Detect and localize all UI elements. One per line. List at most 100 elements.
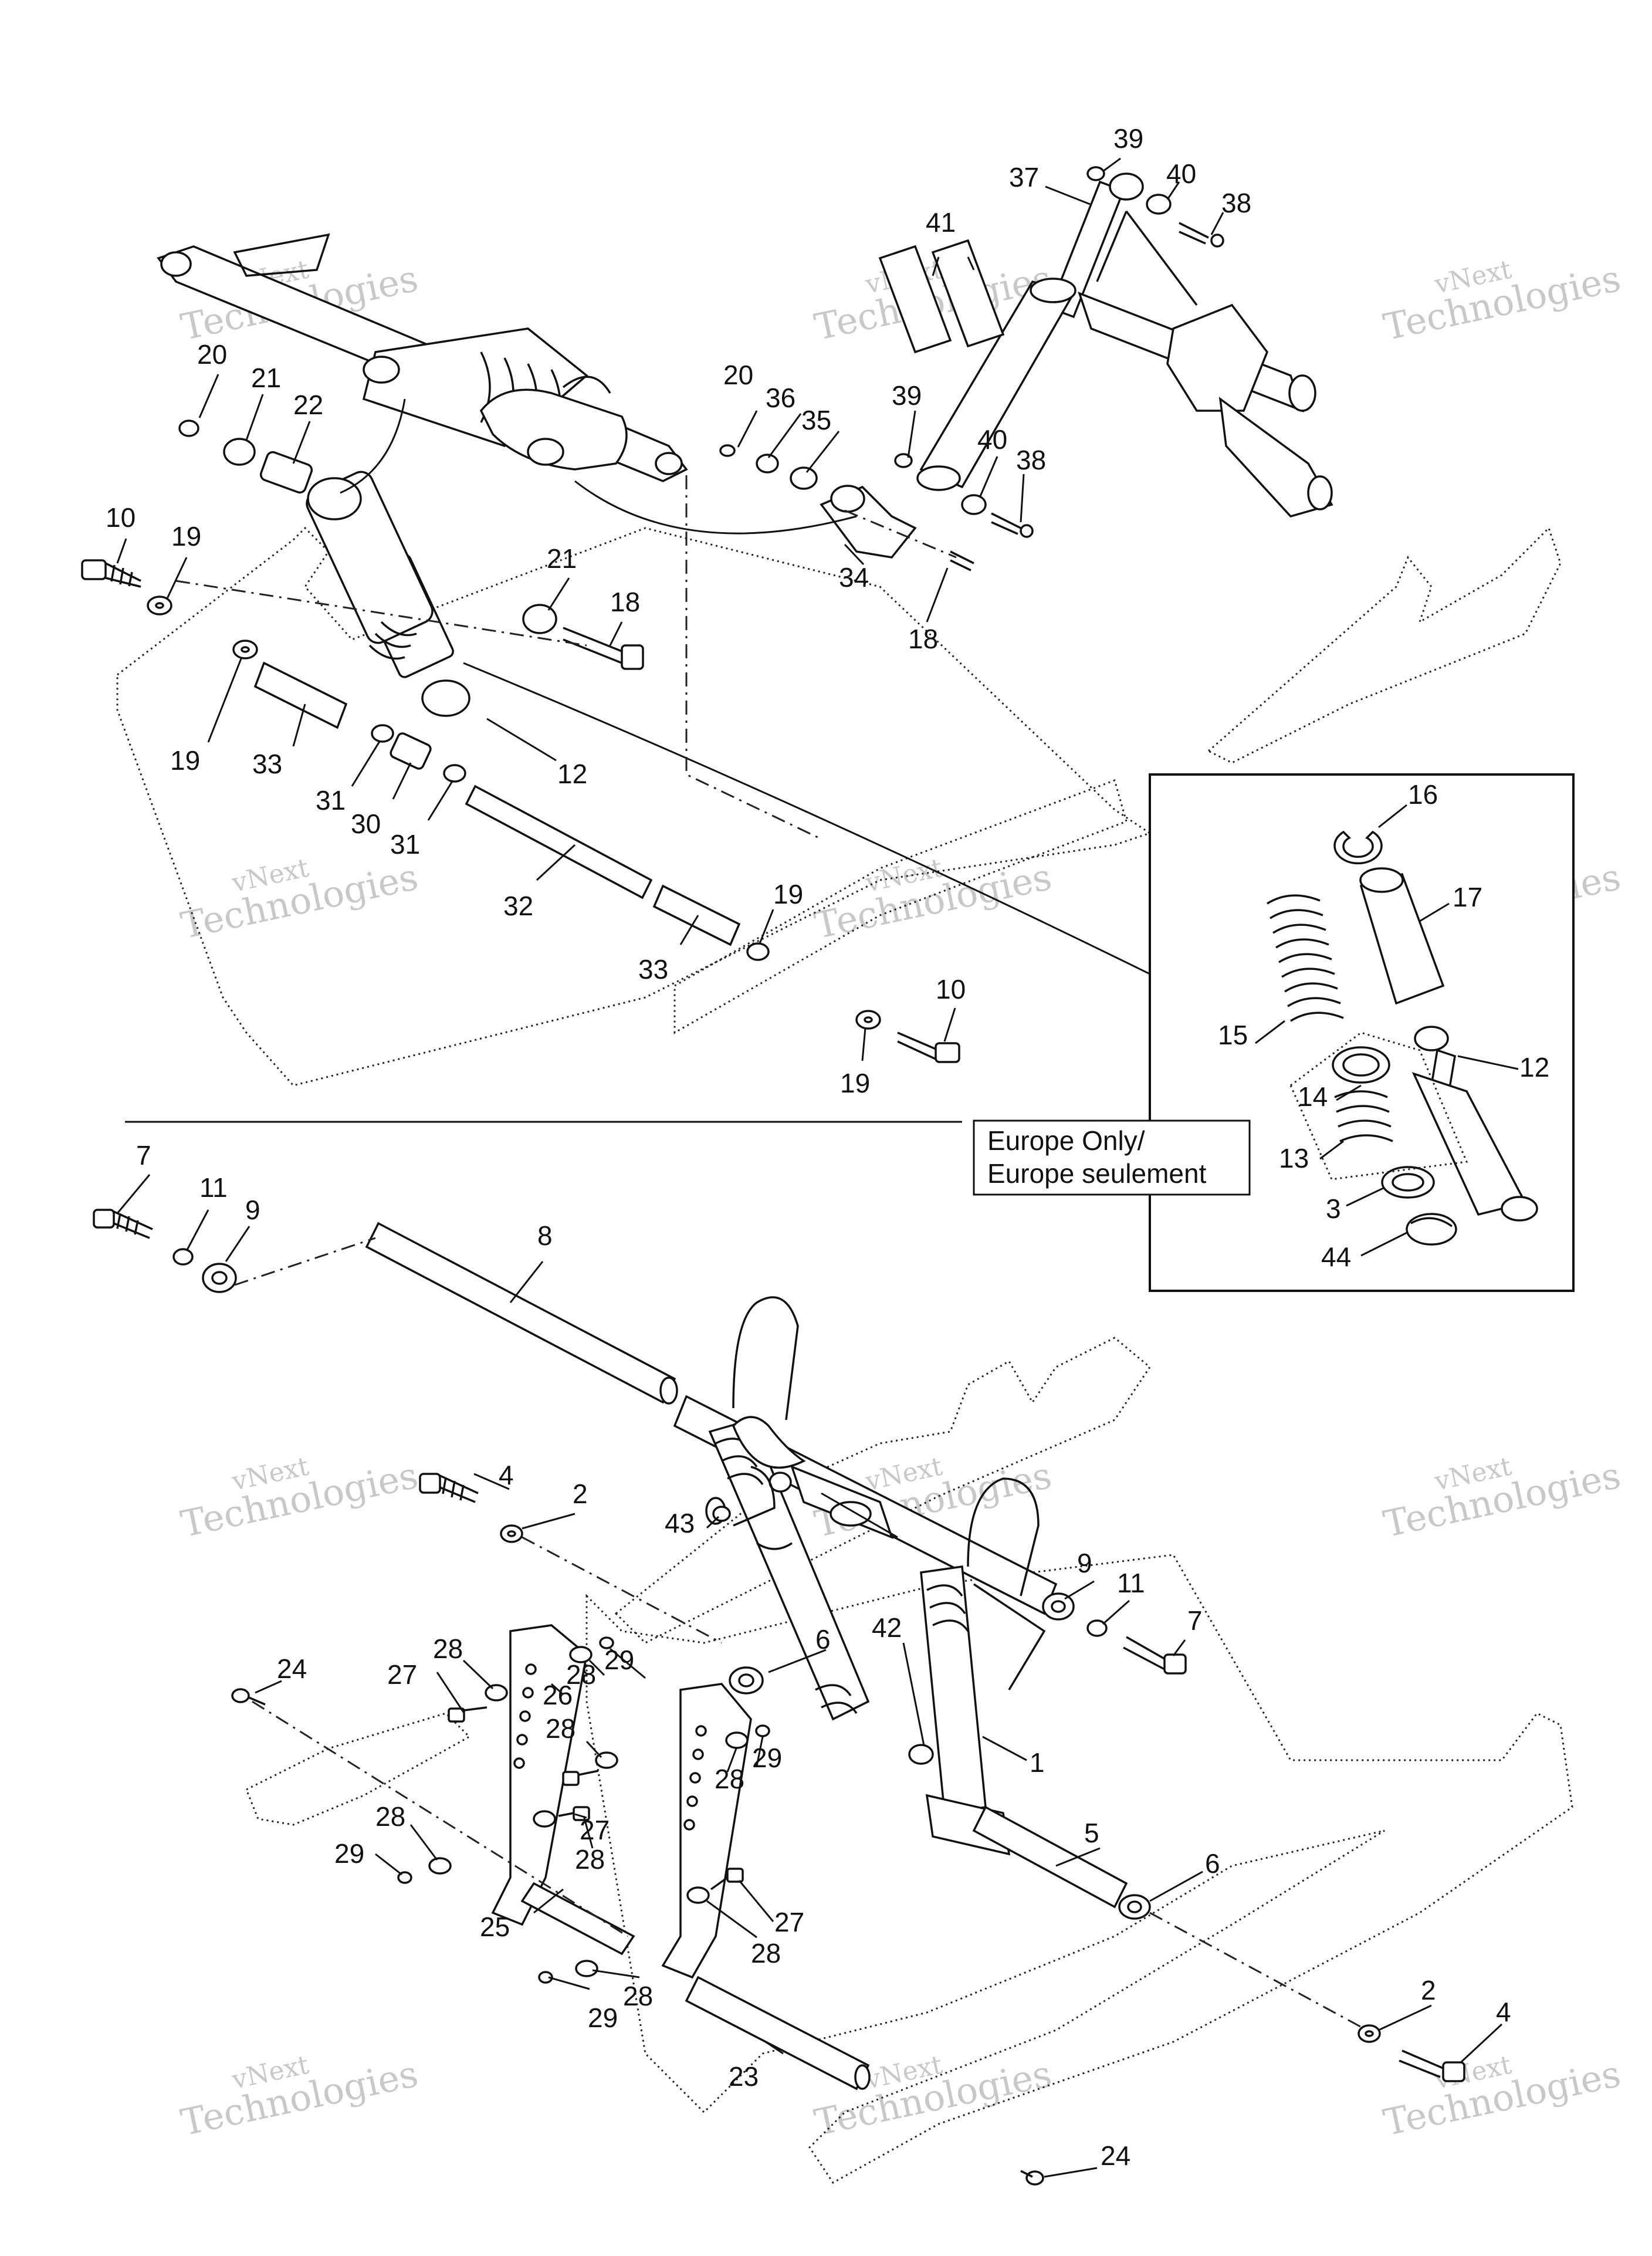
rear-arm-bracket [1078,210,1333,518]
dash-bolt-4-axis [522,1536,722,1644]
leader-curve-upper [574,480,857,535]
part-label-26: 26 [543,1680,573,1710]
spring-15 [1267,894,1344,1022]
part-label-2: 2 [573,1479,588,1509]
part-label-21: 21 [547,543,577,574]
dash-axis-tube [234,1237,376,1286]
shock-absorber-37 [894,166,1224,538]
watermark: vNext Technologies [1380,2049,1624,2144]
part-label-28: 28 [751,1938,781,1968]
cross-tube-8 [365,1222,678,1405]
part-label-38: 38 [1016,445,1046,475]
part-label-3: 3 [1326,1193,1341,1224]
part-label-12: 12 [557,759,587,789]
part-label-7: 7 [136,1140,151,1171]
watermark: vNext Technologies [811,2049,1055,2144]
part-label-10: 10 [106,502,136,533]
part-label-20: 20 [723,360,753,390]
part-label-40: 40 [1166,158,1196,189]
part-label-27: 27 [387,1659,417,1690]
part-labels: 39 37 40 38 41 20 21 22 20 36 35 39 40 3… [106,123,1549,2171]
part-label-6: 6 [1205,1848,1220,1879]
part-label-18: 18 [610,587,640,617]
part-label-19: 19 [840,1068,870,1098]
part-label-31: 31 [316,785,346,816]
bolt-10-upper-left [81,559,172,615]
leader-curve-arm [340,398,406,494]
spring-detail-inset: Europe Only/ Europe seulement [973,773,1575,1292]
part-label-6: 6 [815,1624,831,1655]
part-label-29: 29 [588,2003,618,2033]
bolt-18-middle [522,604,644,670]
part-label-28: 28 [715,1764,744,1794]
part-label-28: 28 [375,1801,405,1832]
part-label-2: 2 [1421,1975,1436,2005]
part-label-12: 12 [1519,1052,1549,1083]
sleeves-41 [878,239,1005,354]
part-label-1: 1 [1030,1747,1045,1778]
dash-bolt-axis [175,580,587,647]
part-label-29: 29 [752,1743,782,1773]
part-label-43: 43 [665,1508,695,1538]
part-label-28: 28 [575,1844,605,1875]
part-label-33: 33 [638,954,668,985]
part-label-24: 24 [277,1653,307,1684]
watermark: vNext Technologies [177,1451,422,1545]
link-hardware [231,1636,1044,2186]
spacer-link [520,1882,635,1956]
part-label-9: 9 [1077,1548,1092,1578]
part-label-41: 41 [926,207,956,238]
part-label-29: 29 [604,1645,634,1675]
part-label-16: 16 [1408,779,1438,810]
part-label-25: 25 [480,1912,510,1942]
part-label-40: 40 [977,424,1007,455]
spring-13 [1334,1090,1393,1142]
part-label-7: 7 [1187,1605,1203,1636]
watermark: vNext Technologies [811,853,1055,947]
bolt-4-left [419,1473,523,1543]
part-label-32: 32 [503,891,533,921]
part-label-31: 31 [390,829,420,860]
part-label-44: 44 [1321,1242,1351,1272]
rail-frame-lower-left [245,1712,471,1826]
part-label-11: 11 [1117,1568,1145,1598]
dash-lower-left [252,1700,628,1937]
leader-curve-inset [463,662,1150,975]
shock-12-inset [1411,1026,1538,1222]
part-label-29: 29 [334,1838,364,1869]
part-label-19: 19 [170,745,200,776]
part-label-27: 27 [580,1815,610,1845]
tube-5 [972,1805,1128,1909]
part-label-28: 28 [623,1981,653,2011]
part-label-33: 33 [252,749,282,779]
clip-16 [1333,830,1383,865]
hardware-20-21-22 [178,420,313,494]
part-label-35: 35 [801,405,831,435]
leader-lines [116,157,1519,2178]
part-label-14: 14 [1298,1081,1328,1112]
bracket-34 [719,444,974,571]
part-label-37: 37 [1009,162,1039,192]
part-label-19: 19 [171,521,201,552]
axle-hardware-upper [232,640,770,961]
part-label-27: 27 [774,1907,804,1937]
part-label-28: 28 [433,1633,463,1664]
rail-frame-upper-left [116,526,1152,1087]
washer-42 [908,1744,934,1765]
part-label-42: 42 [872,1612,902,1643]
dash-centerline-upper [685,475,822,840]
front-arm-assembly [157,233,688,482]
part-label-4: 4 [1496,1997,1511,2027]
europe-note-line1: Europe Only/ [987,1125,1145,1156]
rail-frame-lower-upper [614,1337,1151,1644]
part-label-8: 8 [537,1220,553,1251]
part-label-19: 19 [773,879,803,909]
part-label-18: 18 [908,624,938,654]
bolt-10-lower [855,1010,960,1063]
part-label-5: 5 [1084,1818,1099,1848]
part-label-20: 20 [197,339,227,370]
part-label-36: 36 [766,383,795,413]
watermark: vNext Technologies [177,853,422,947]
part-label-22: 22 [293,390,323,420]
